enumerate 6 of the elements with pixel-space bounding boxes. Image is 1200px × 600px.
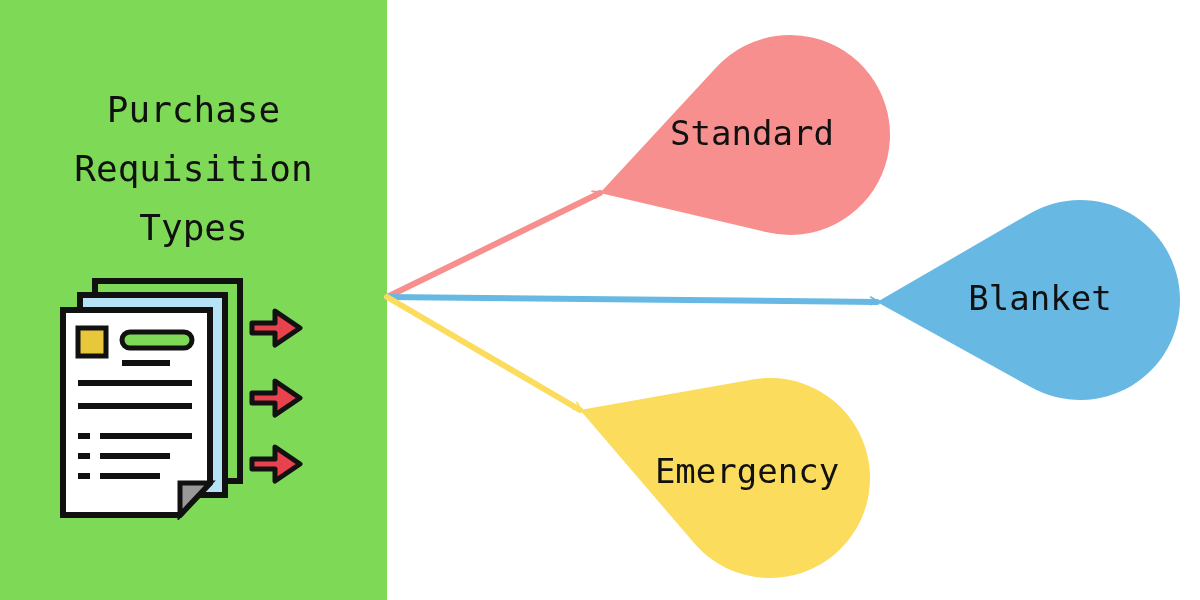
type-label: Emergency (654, 451, 840, 491)
type-label: Standard (670, 113, 834, 153)
arrow (384, 294, 583, 413)
type-label: Blanket (968, 278, 1112, 318)
category-panel (0, 0, 387, 600)
panel-title: Purchase Requisition Types (73, 88, 314, 250)
